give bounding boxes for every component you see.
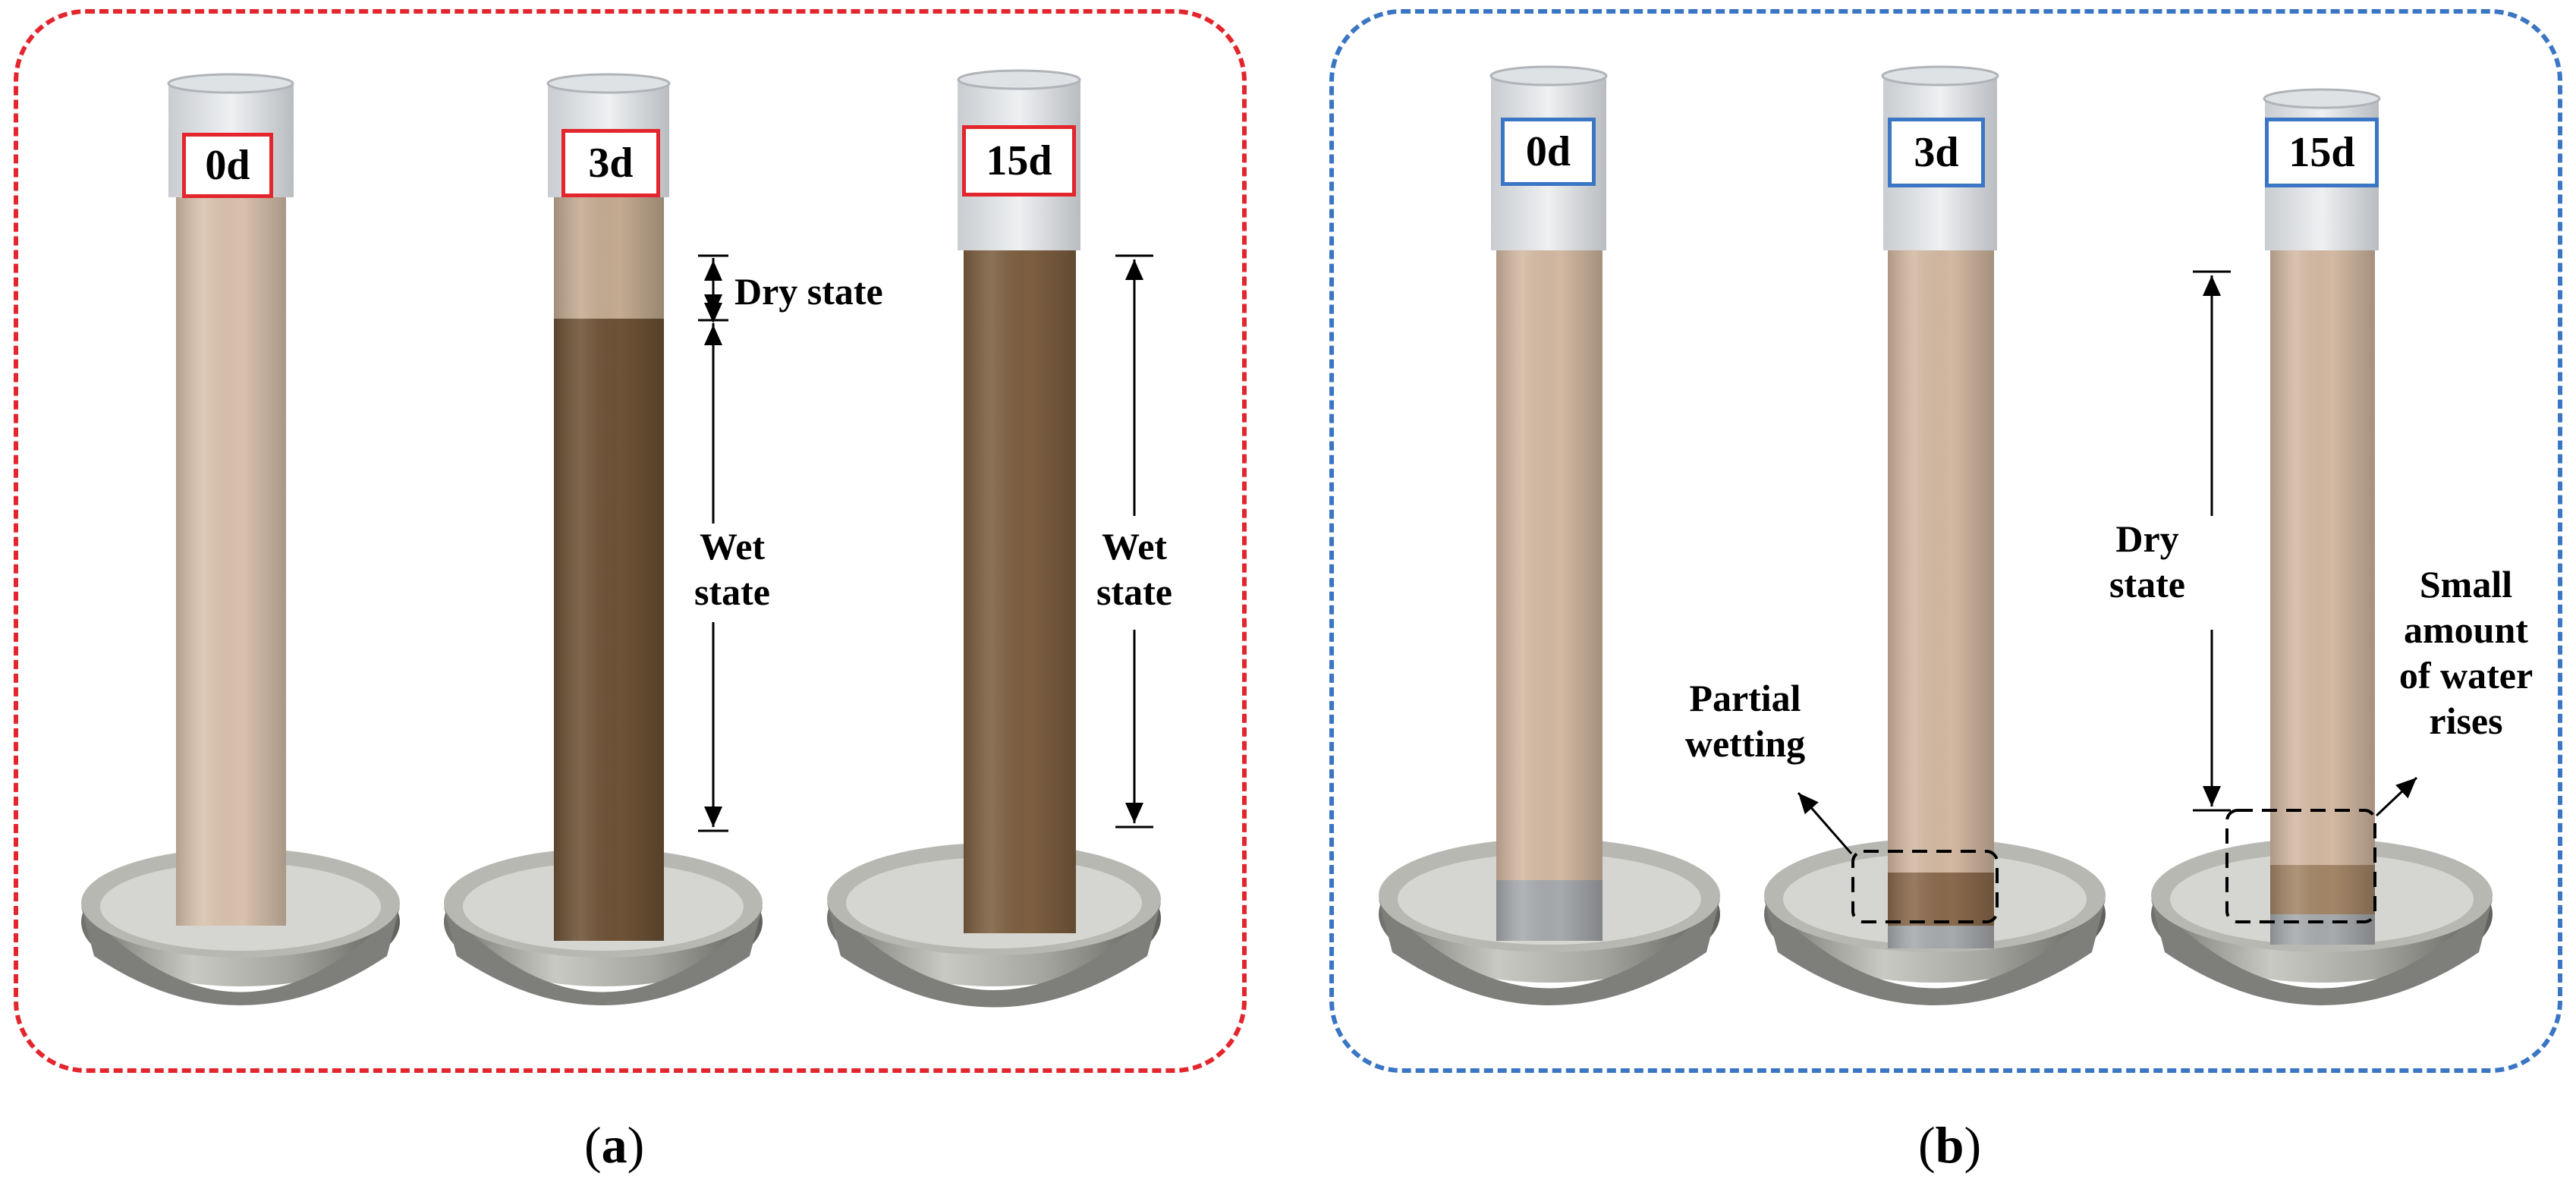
dry-state-label-b: Dry state [2102, 516, 2193, 607]
water-rises-line3: of water [2398, 654, 2534, 697]
column-b-3d [1764, 65, 2106, 1005]
water-rise-box [2225, 809, 2376, 923]
day-label-b-15d: 15d [2265, 118, 2379, 187]
caption-a-open: ( [584, 1116, 602, 1174]
column-a-3d [444, 73, 763, 1005]
dry-state-b-line1: Dry [2115, 517, 2179, 560]
water-rises-line1: Small [2419, 563, 2513, 605]
column-b-0d [1379, 65, 1720, 1005]
caption-b-open: ( [1918, 1116, 1936, 1174]
day-label-a-15d: 15d [962, 125, 1076, 197]
caption-a-close: ) [627, 1116, 645, 1174]
water-rises-label: Small amount of water rises [2390, 561, 2542, 744]
dimension-lines-a [698, 254, 1153, 832]
day-label-b-3d: 3d [1888, 118, 1985, 187]
wet-state-label-a-3d: Wet state [687, 524, 778, 615]
day-label-a-3d: 3d [561, 129, 660, 197]
day-label-b-0d: 0d [1501, 118, 1596, 186]
column-b-15d [2151, 88, 2493, 1005]
dimension-lines-b [1797, 270, 2418, 854]
partial-wetting-box [1851, 850, 1999, 923]
wet-state-label-a-15d: Wet state [1089, 524, 1180, 615]
partial-wetting-label: Partial wetting [1654, 675, 1836, 766]
panel-a-frame [14, 9, 1247, 1073]
wet-state-a-3d-line1: Wet [699, 525, 766, 568]
water-rises-line2: amount [2404, 609, 2528, 651]
panel-b-frame [1329, 9, 2562, 1073]
dry-state-b-line2: state [2109, 563, 2185, 605]
panel-a-caption: (a) [584, 1115, 644, 1175]
caption-a-letter: a [601, 1116, 627, 1174]
wet-state-a-15d-line2: state [1096, 571, 1172, 613]
caption-b-close: ) [1964, 1116, 1982, 1174]
partial-wetting-line1: Partial [1689, 677, 1801, 719]
panel-b-caption: (b) [1918, 1115, 1981, 1175]
water-rises-line4: rises [2429, 700, 2503, 742]
caption-b-letter: b [1935, 1116, 1964, 1174]
day-label-a-0d: 0d [182, 133, 273, 198]
wet-state-a-3d-line2: state [694, 571, 770, 613]
wet-state-a-15d-line1: Wet [1101, 525, 1168, 568]
column-a-15d [827, 69, 1161, 1008]
column-a-0d [81, 73, 400, 1005]
partial-wetting-line2: wetting [1684, 722, 1806, 765]
dry-state-label-a: Dry state [734, 270, 883, 313]
